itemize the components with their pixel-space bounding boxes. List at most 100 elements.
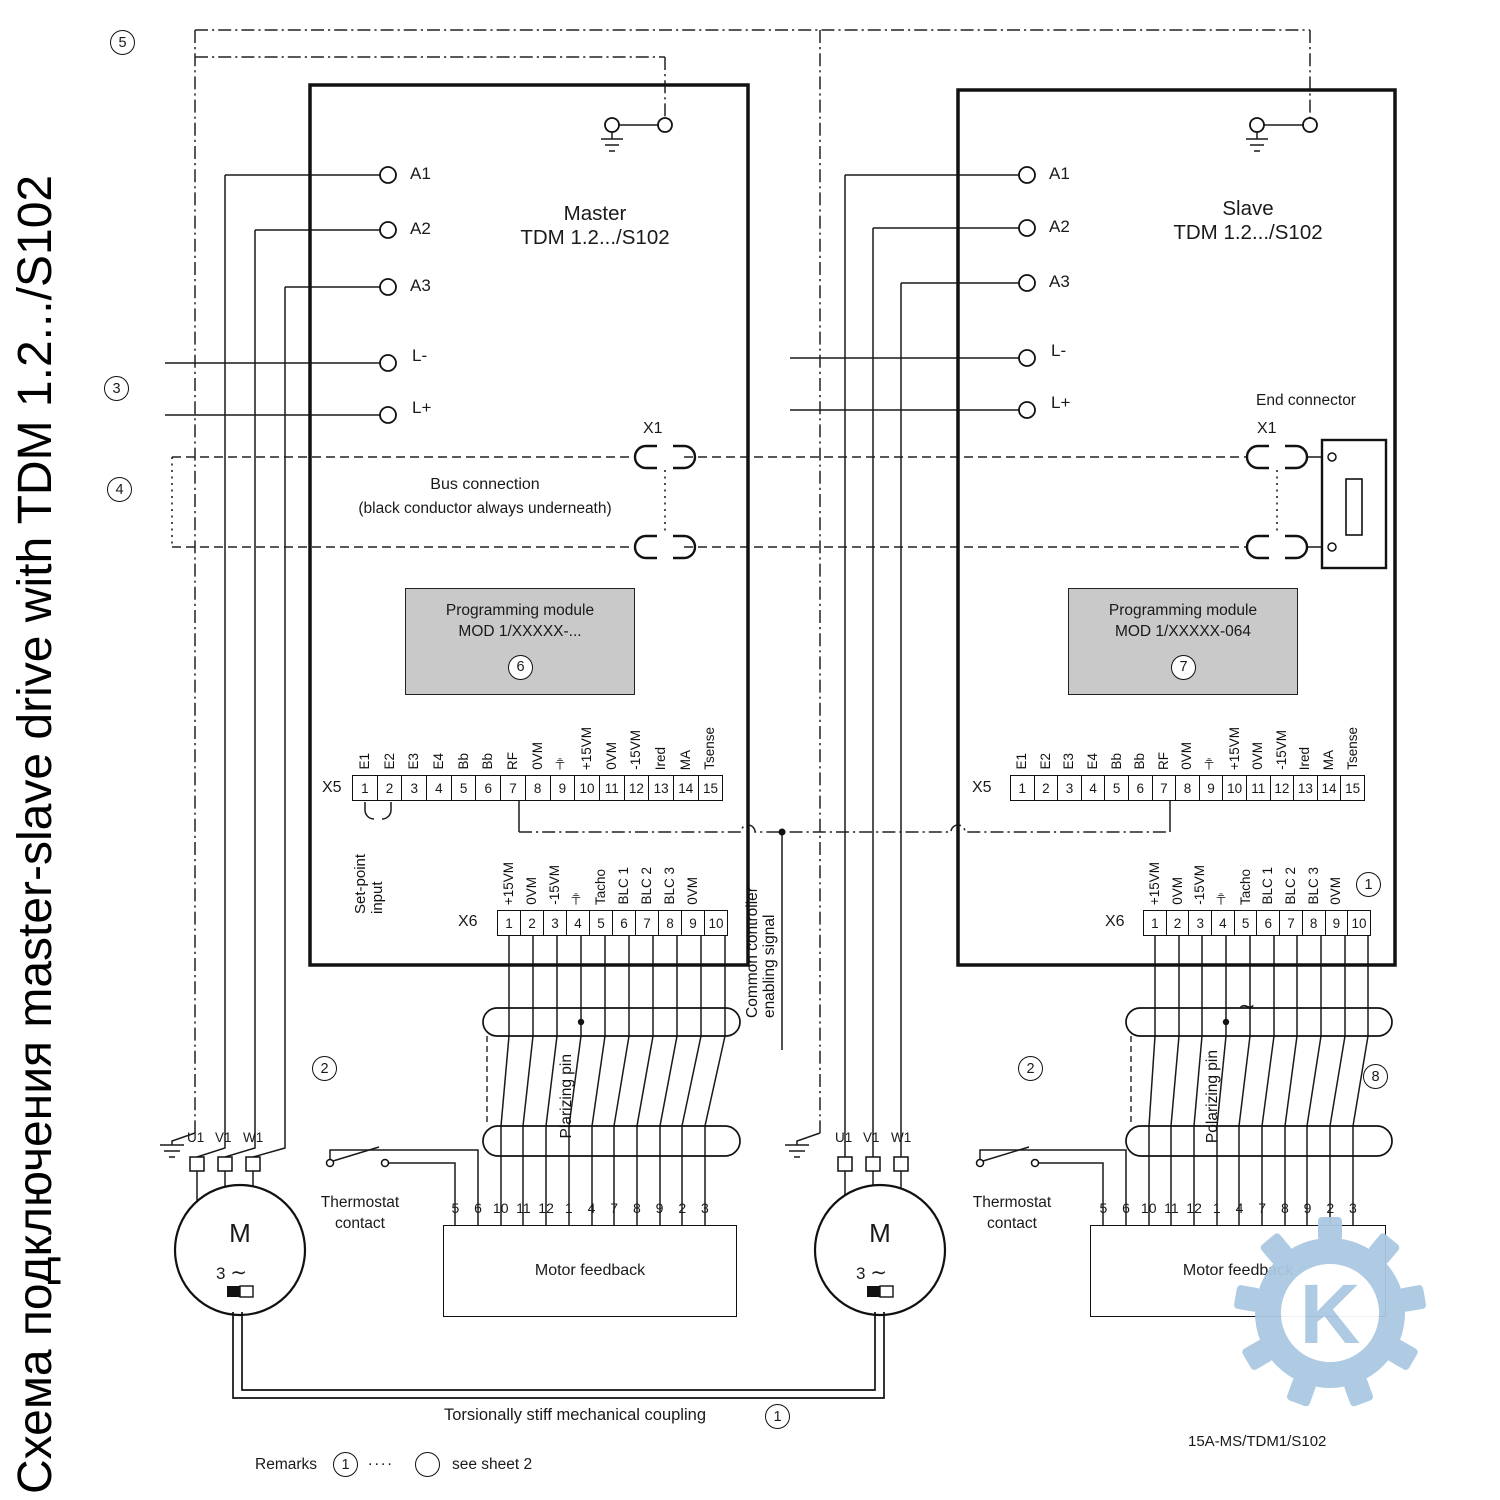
terminal-signal-label: E4 (430, 753, 446, 770)
end-connector-symbol (1320, 438, 1388, 570)
motor1-v1-label: V1 (215, 1130, 232, 1145)
terminal-cell: ⏚ 9 (1198, 757, 1224, 801)
feedback-pin-number: 2 (678, 1200, 687, 1216)
badge-3: 3 (104, 376, 129, 401)
terminal-number: 8 (666, 915, 674, 931)
badge-1-slave-x6: 1 (1356, 872, 1381, 897)
terminal-number: 4 (435, 780, 443, 796)
terminal-cell: -15VM 3 (1188, 865, 1213, 936)
terminal-cell: E1 1 (1010, 753, 1035, 801)
master-programming-module: Programming module MOD 1/XXXXX-... 6 (405, 588, 635, 695)
motor-phase-count: 3 (856, 1264, 866, 1283)
motor-circles (173, 1183, 947, 1317)
terminal-number: 2 (528, 915, 536, 931)
motor2-w1-label: W1 (891, 1130, 912, 1145)
terminal-cell: 0VM 9 (681, 877, 705, 936)
terminal-number: 13 (1297, 780, 1313, 796)
polarizing-pin-label-left: Plarizing pin (558, 1054, 575, 1139)
terminal-number: 7 (509, 780, 517, 796)
terminal-cell: E4 4 (1080, 753, 1106, 801)
terminal-number: 1 (505, 915, 513, 931)
remarks-label: Remarks (255, 1456, 318, 1473)
terminal-cell: BLC 3 8 (658, 867, 682, 936)
shield-drain-dashed (486, 1036, 1132, 1126)
slave-terminal-a2: A2 (1049, 217, 1070, 236)
motor1-phase-label: 3 ∼ (216, 1260, 247, 1285)
terminal-number: 5 (1112, 780, 1121, 796)
master-terminal-a1: A1 (410, 164, 431, 183)
feedback-pin-number: 1 (564, 1200, 573, 1216)
polarizing-pin-label-right: Polarizing pin (1204, 1050, 1221, 1144)
terminal-cell: -15VM 12 (623, 730, 650, 801)
terminal-signal-label: BLC 3 (662, 867, 677, 905)
remarks-text: see sheet 2 (452, 1456, 533, 1473)
terminal-number: 6 (484, 780, 493, 796)
module-label-line2: MOD 1/XXXXX-064 (1114, 623, 1252, 640)
terminal-cell: 0VM 11 (598, 742, 625, 801)
feedback-pin-number: 1 (1212, 1200, 1221, 1216)
remarks-empty-circle (415, 1452, 440, 1477)
terminal-number: 10 (708, 915, 724, 931)
terminal-cell: 0VM 2 (520, 877, 544, 936)
terminal-signal-label: RF (504, 752, 520, 770)
terminal-number: 5 (459, 780, 468, 796)
motor2-v1-label: V1 (863, 1130, 880, 1145)
terminal-signal-label: +15VM (501, 861, 516, 905)
feedback-pin-number: 6 (474, 1200, 482, 1216)
terminal-signal-label: Bb (1108, 753, 1124, 770)
badge-1-remarks: 1 (333, 1452, 358, 1477)
terminal-cell: E2 2 (376, 753, 403, 801)
slave-terminal-lplus: L+ (1051, 393, 1071, 412)
terminal-cell: BLC 1 6 (1256, 867, 1281, 936)
badge-8: 8 (1363, 1064, 1388, 1089)
master-x6-strip: +15VM 1 0VM 2 -15VM 3 ⏚ 4 Tacho 5 BLC 1 … (497, 862, 728, 936)
badge-1-coupling: 1 (765, 1404, 790, 1429)
terminal-cell: 10 (704, 910, 728, 936)
terminal-signal-label: Tsense (702, 727, 718, 770)
badge-6: 6 (508, 655, 533, 680)
terminal-cell: E3 3 (401, 753, 428, 801)
terminal-number: 5 (1241, 915, 1250, 931)
terminal-cell: Ired 13 (1293, 747, 1318, 801)
feedback-pin-number: 6 (1122, 1200, 1130, 1216)
motor2-m-label: M (869, 1218, 891, 1248)
badge-7: 7 (1171, 655, 1196, 680)
terminal-number: 1 (1018, 780, 1027, 796)
motor-feedback-label: Motor feedback (534, 1262, 646, 1279)
motor-feedback-box-left: Motor feedback (443, 1225, 737, 1317)
terminal-signal-label: BLC 1 (1260, 867, 1276, 905)
terminal-cell: +15VM 1 (497, 862, 521, 936)
terminal-number: 12 (1274, 780, 1290, 796)
feedback-pin-number: 12 (538, 1200, 554, 1216)
feedback-pin-number: 2 (1326, 1200, 1335, 1216)
terminal-cell: BLC 2 7 (1279, 867, 1303, 936)
terminal-number: 11 (604, 780, 619, 796)
terminal-cell: Tsense 15 (1340, 727, 1365, 801)
terminal-cell: MA 14 (1316, 750, 1342, 801)
master-terminal-lminus: L- (412, 346, 428, 365)
terminal-signal-label: ⏚ (1214, 891, 1230, 906)
terminal-cell: +15VM 1 (1143, 862, 1167, 936)
x1-label-slave: X1 (1257, 420, 1277, 437)
terminal-number: 8 (1183, 780, 1192, 796)
terminal-cell: E2 2 (1033, 753, 1059, 801)
motor-phase-symbol: ∼ (870, 1262, 887, 1284)
terminal-signal-label: -15VM (547, 865, 562, 905)
terminal-cell: ⏚ 9 (549, 757, 576, 801)
terminal-cell: +15VM 10 (574, 727, 600, 801)
terminal-number: 12 (628, 780, 644, 796)
drive-frames (308, 83, 1397, 967)
x1-label-master: X1 (643, 420, 663, 437)
coupling-caption: Torsionally stiff mechanical coupling (444, 1406, 706, 1424)
feedback-pin-number: 5 (451, 1200, 460, 1216)
terminal-signal-label: MA (1321, 749, 1337, 770)
slave-title: Slave (1222, 197, 1274, 220)
module-label-line1: Programming module (445, 602, 595, 619)
slave-x6-label: X6 (1105, 913, 1125, 930)
terminal-number: 15 (702, 780, 718, 796)
terminal-cell: -15VM 3 (543, 865, 567, 936)
terminal-number: 7 (1160, 780, 1168, 796)
master-model: TDM 1.2.../S102 (520, 226, 670, 249)
shield-ground-dashdot-lines (194, 29, 1311, 1133)
